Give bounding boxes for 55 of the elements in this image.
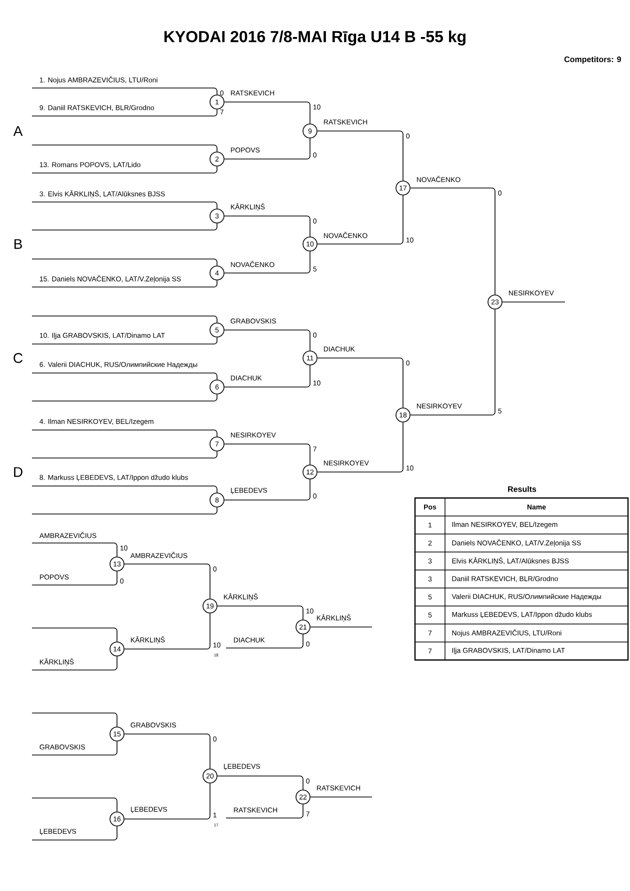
bracket-line [226,634,304,648]
pool-letter: D [14,467,22,477]
bracket-line [310,796,372,798]
bracket-line [32,144,218,152]
bracket-line [32,571,118,586]
bracket-line [224,444,310,465]
bracket-line [124,564,210,599]
bracket-line [224,102,310,124]
bracket-line [32,628,118,642]
bracket-line [410,188,496,295]
bracket-line [32,394,218,402]
bracket-line [32,542,118,557]
bracket-line [226,804,304,818]
bracket-line [32,166,218,174]
bracket-line [217,606,304,620]
bracket-line [224,216,310,237]
bracket-line [32,223,218,230]
bracket-line [310,626,372,628]
bracket-line [32,316,218,323]
bracket-line [32,798,118,812]
bracket-line [32,337,218,344]
bracket-line [124,613,210,650]
pool-letter: B [14,239,22,249]
bracket-line [224,330,310,351]
bracket-line [32,258,218,266]
bracket-line [224,251,310,274]
bracket-line [32,280,218,288]
bracket-line [32,451,218,458]
bracket-line [224,365,310,388]
bracket-line [124,734,210,769]
bracket-line [317,358,404,408]
bracket-line [32,712,118,727]
competitor-count: Competitors: 9 [564,56,621,64]
bracket-line [32,88,218,95]
bracket-line [32,656,118,670]
pool-letter: C [14,353,23,363]
pool-letter: A [13,126,23,136]
title: KYODAI 2016 7/8-MAI Rīga U14 B -55 kg [164,30,466,46]
bracket-line [32,507,218,514]
bracket-line [32,430,218,437]
bracket-line [317,422,404,472]
bracket-line [32,486,218,493]
table-title: Results [508,486,536,492]
bracket-line [32,741,118,756]
bracket-line [217,776,304,790]
bracket-line [224,138,310,160]
bracket-line [317,130,404,181]
bracket-line [32,202,218,209]
bracket-line [32,109,218,116]
bracket-line [124,783,210,820]
bracket-line [32,826,118,840]
bracket-line [410,309,496,416]
bracket-line [224,479,310,500]
bracket-line [317,195,404,244]
bracket-line [32,372,218,380]
